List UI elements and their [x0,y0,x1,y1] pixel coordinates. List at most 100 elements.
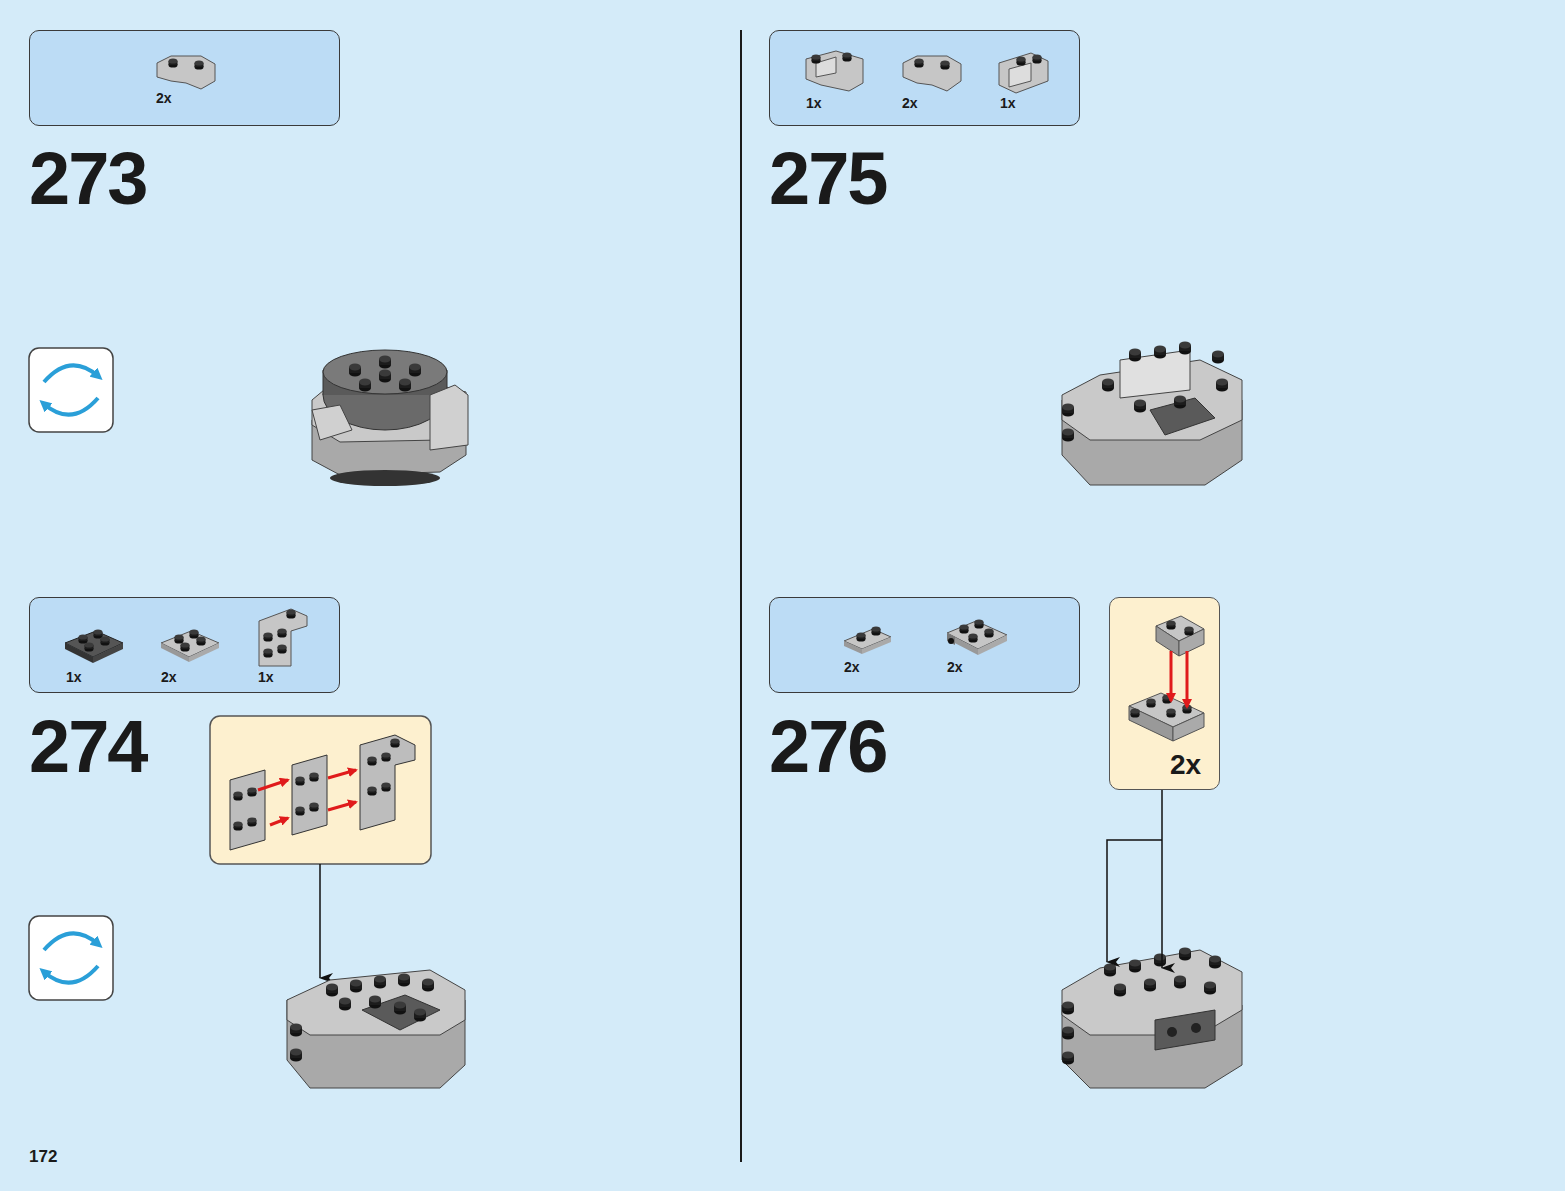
rotate-icon [29,348,113,432]
rotate-icon [29,916,113,1000]
part-icons-part [197,636,206,645]
part-icons [30,31,341,127]
subassembly-callout-part [382,752,391,761]
model-276-part [1129,960,1141,973]
rotate-icon-part [44,365,98,382]
part-icons-part [93,643,123,663]
parts-box: 2x [29,30,340,126]
subassembly-callout-part [310,802,319,811]
quantity-label: 2x [902,96,918,110]
rotate-icon-part [44,966,98,983]
model-276-part [1062,1027,1074,1040]
model-273 [312,350,468,486]
part-icons-part [948,638,954,644]
subassembly-callout-part [391,738,400,747]
subassembly-callout-part [310,772,319,781]
part-icons-part [915,58,924,67]
part-icons-part [161,643,189,662]
part-icons-part [94,629,103,638]
parts-box: 2x2x [769,597,1080,693]
part-icons-part [79,634,88,643]
subassembly-callout-part [292,755,327,835]
model-273-part [330,470,440,486]
subassembly-callout-part [234,791,243,800]
subassembly-art-part [1167,708,1176,717]
subassembly-callout [210,716,431,864]
rotate-icon-part [44,398,98,415]
model-273-part [359,379,371,392]
quantity-label: 1x [66,670,82,684]
part-icons-part [969,633,978,642]
page-number: 172 [29,1148,57,1165]
quantity-label: 2x [161,670,177,684]
model-275-part [1062,429,1074,442]
page-divider [740,30,742,1162]
subassembly-art [1110,598,1221,791]
model-276-part [1179,948,1191,961]
part-icons [770,598,1081,694]
part-icons-part [65,643,93,663]
subassembly-callout-part [296,806,305,815]
part-icons-part [985,628,994,637]
model-274-part [350,980,362,993]
parts-box: 1x 2x 1x [29,597,340,693]
model-276-part [1062,1052,1074,1065]
model-274-part [290,1024,302,1037]
subassembly-art-part [1173,713,1204,741]
model-274-part [339,998,351,1011]
model-274-part [290,1049,302,1062]
model-273-part [379,356,391,369]
quantity-label: 2x [947,660,963,674]
step-number: 273 [29,142,146,216]
part-icons-part [157,56,215,89]
model-275-part [1174,396,1186,409]
part-icons-part [947,633,978,655]
subassembly-art-part [1186,651,1189,707]
part-icons-part [978,635,1007,655]
parts-box: 1x2x1x [769,30,1080,126]
part-icons-part [844,641,862,654]
part-icons-part [85,642,94,651]
model-274-part [398,974,410,987]
model-276-part [1155,1010,1215,1050]
model-276-part [1204,982,1216,995]
subassembly-callout-part [368,756,377,765]
part-icons-part [264,648,273,657]
model-275-part [1216,379,1228,392]
part-icons-part [947,633,955,645]
model-274-part [362,995,440,1030]
subassembly-callout-part [270,818,288,825]
model-274 [287,970,465,1088]
callout-arrow-part [1107,840,1162,962]
part-icons-part [181,642,190,651]
model-276-part [1114,984,1126,997]
part-icons-part [960,624,969,633]
model-275-part [1134,400,1146,413]
model-275-part [1129,349,1141,362]
rotate-icon-part [29,916,113,1000]
model-275-part [1062,404,1074,417]
model-275 [1062,342,1242,486]
subassembly-art-part [1185,626,1194,635]
part-icons-part [903,56,961,91]
model-275-part [1102,379,1114,392]
subassembly-callout-part [382,782,391,791]
model-275-part [1212,351,1224,364]
model-274-part [326,984,338,997]
step-number: 274 [29,710,146,784]
model-276-part [1062,1002,1074,1015]
model-276-part [1154,954,1166,967]
quantity-label: 1x [258,670,274,684]
part-icons-part [101,636,110,645]
part-icons-part [1009,63,1031,87]
part-icons-part [195,60,204,69]
part-icons-part [1017,56,1026,65]
part-icons-part [857,632,866,641]
model-274-part [369,996,381,1009]
part-icons-part [999,53,1048,93]
model-275-part [1179,342,1191,355]
subassembly-callout-part [328,802,356,810]
subassembly-callout-part [360,735,415,830]
subassembly-art-part [1131,708,1140,717]
rotate-icon-part [44,933,98,950]
